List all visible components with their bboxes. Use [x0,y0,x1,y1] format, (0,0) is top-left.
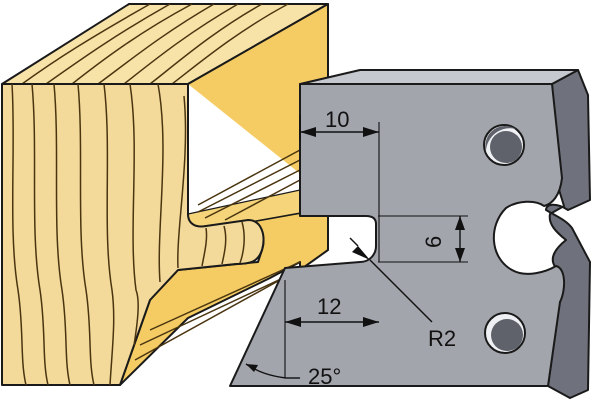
dim-label-depth: 6 [421,236,446,248]
profile-knife [229,69,591,399]
knife-face [229,83,566,387]
dimension-depth: 6 [378,215,468,263]
wood-front-grain [11,83,245,386]
dim-label-radius: R2 [428,326,456,351]
wood-top-grain [21,3,289,85]
dim-label-width-top: 10 [325,107,349,132]
dimension-width-top: 10 [299,107,380,262]
knife-hole-top [483,124,525,166]
knife-hole-bottom [484,312,526,354]
wood-workpiece [1,3,329,386]
dimension-radius: R2 [349,237,456,351]
dim-label-angle: 25° [308,364,341,389]
wood-side-grain [134,149,301,361]
dimension-width-bottom: 12 [284,280,379,378]
knife-top-edge [299,69,579,85]
dimension-angle: 25° [245,363,341,389]
dim-label-width-bottom: 12 [317,294,341,319]
